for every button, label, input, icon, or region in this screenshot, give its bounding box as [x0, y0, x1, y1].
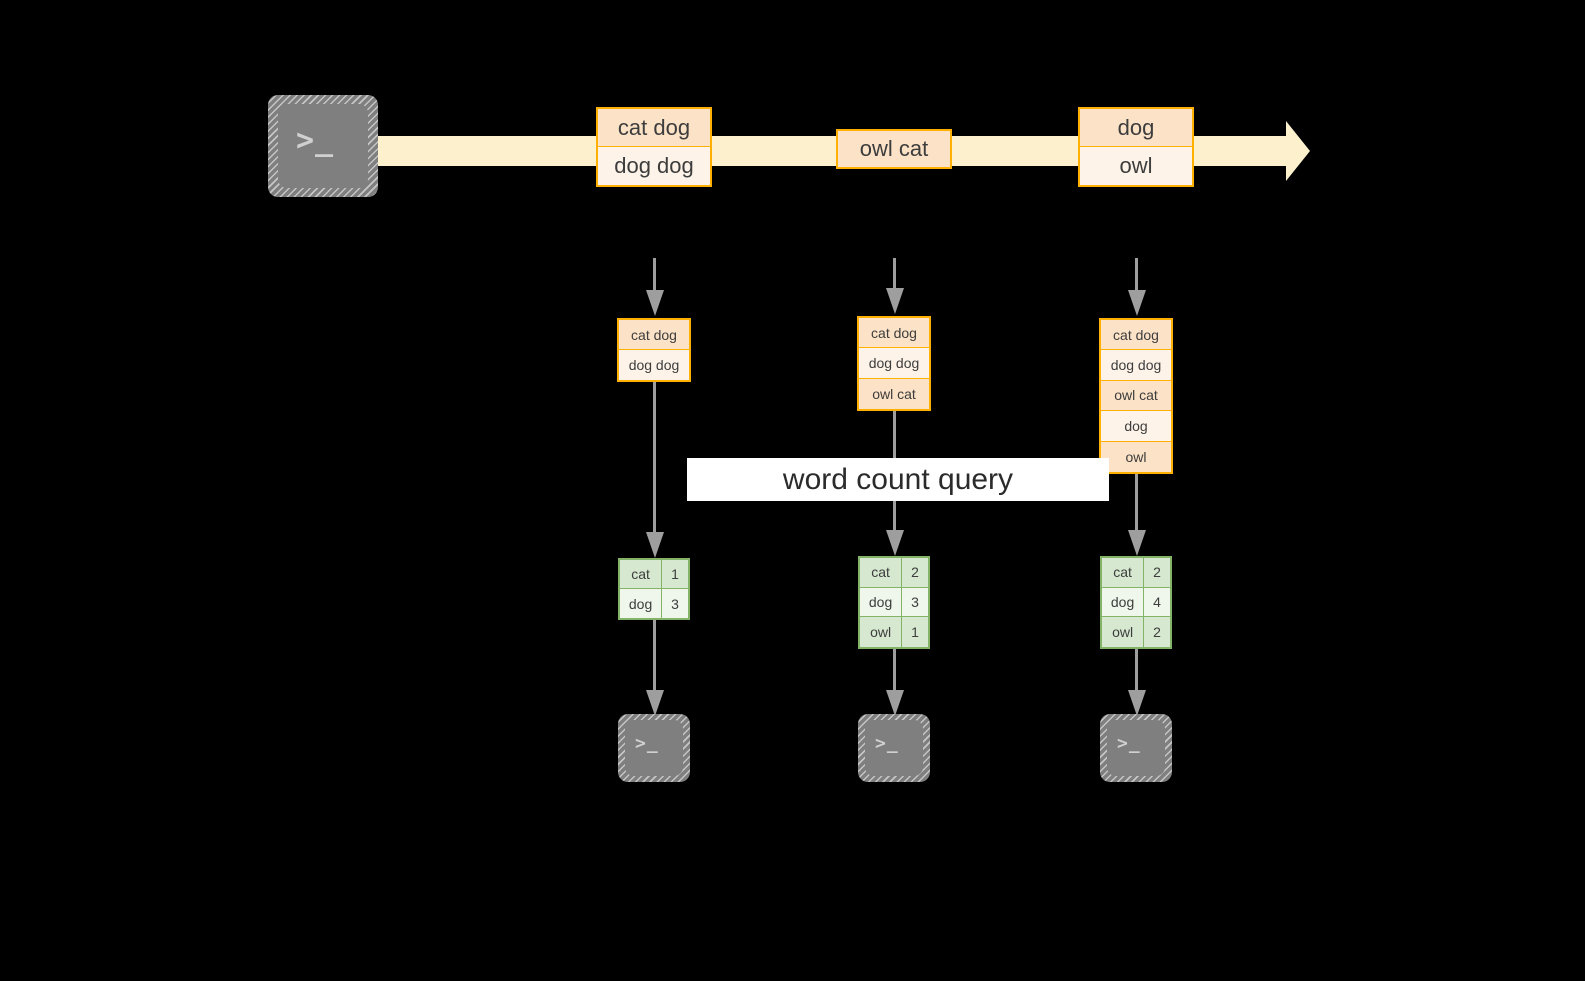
snapshot-3-count-table[interactable]: cat 2 dog 4 owl 2 — [1100, 556, 1172, 649]
count-word-cell: dog — [1102, 587, 1145, 617]
count-value-cell: 3 — [902, 587, 928, 617]
count-word-cell: owl — [1102, 617, 1145, 647]
count-value-cell: 4 — [1144, 587, 1170, 617]
timeline-batch-1[interactable]: cat dog dog dog — [596, 107, 712, 187]
count-word-cell: cat — [1102, 558, 1145, 587]
snapshot-3-input-row: owl — [1101, 441, 1171, 472]
table-row: dog 3 — [860, 587, 928, 618]
terminal-face — [1107, 720, 1165, 776]
snapshot-3-input-row: dog — [1101, 411, 1171, 442]
snapshot-1-input-row: cat dog — [619, 320, 689, 350]
feed-connector-1-arrowhead — [646, 290, 664, 316]
feed-connector-3-line — [1135, 258, 1138, 290]
table-row: dog 3 — [620, 589, 688, 618]
sink-connector-3-arrowhead — [1128, 690, 1146, 716]
query-label: word count query — [687, 458, 1109, 501]
query-connector-2-arrowhead — [886, 530, 904, 556]
feed-connector-2 — [885, 258, 905, 318]
snapshot-1-input-stack[interactable]: cat dog dog dog — [617, 318, 691, 382]
query-connector-3-arrowhead — [1128, 530, 1146, 556]
snapshot-3-sink-terminal-icon[interactable]: >_ — [1100, 714, 1172, 782]
timeline-batch-1-row: dog dog — [598, 147, 710, 185]
terminal-prompt-glyph: >_ — [635, 733, 659, 754]
snapshot-3-input-row: cat dog — [1101, 320, 1171, 351]
feed-connector-2-arrowhead — [886, 288, 904, 314]
sink-connector-1 — [645, 620, 665, 718]
sink-connector-1-arrowhead — [646, 690, 664, 716]
snapshot-2-input-stack[interactable]: cat dog dog dog owl cat — [857, 316, 931, 411]
count-word-cell: dog — [620, 589, 663, 618]
query-connector-1-line — [653, 382, 656, 532]
table-row: owl 1 — [860, 617, 928, 647]
terminal-prompt-glyph: >_ — [296, 123, 335, 158]
sink-connector-2 — [885, 649, 905, 718]
count-word-cell: dog — [860, 587, 903, 617]
timeline-batch-3-row: dog — [1080, 109, 1192, 147]
query-connector-1 — [645, 382, 665, 560]
table-row: cat 2 — [860, 558, 928, 588]
snapshot-2-input-row: cat dog — [859, 318, 929, 349]
count-word-cell: cat — [620, 560, 663, 588]
query-connector-3-line — [1135, 474, 1138, 530]
feed-connector-1 — [645, 258, 665, 318]
snapshot-2-input-row: dog dog — [859, 348, 929, 379]
count-value-cell: 1 — [662, 560, 688, 588]
snapshot-2-sink-terminal-icon[interactable]: >_ — [858, 714, 930, 782]
timeline-batch-3-row: owl — [1080, 147, 1192, 185]
feed-connector-2-line — [893, 258, 896, 288]
count-word-cell: cat — [860, 558, 903, 587]
timeline-batch-2-row: owl cat — [838, 131, 950, 167]
query-connector-1-arrowhead — [646, 532, 664, 558]
snapshot-3-input-row: owl cat — [1101, 380, 1171, 412]
table-row: dog 4 — [1102, 587, 1170, 618]
table-row: owl 2 — [1102, 617, 1170, 647]
terminal-face — [865, 720, 923, 776]
count-word-cell: owl — [860, 617, 903, 647]
sink-connector-3 — [1127, 649, 1147, 718]
snapshot-3-input-row: dog dog — [1101, 350, 1171, 381]
timeline-batch-1-row: cat dog — [598, 109, 710, 147]
sink-connector-2-line — [893, 649, 896, 690]
count-value-cell: 3 — [662, 589, 688, 618]
sink-connector-2-arrowhead — [886, 690, 904, 716]
table-row: cat 2 — [1102, 558, 1170, 588]
count-value-cell: 2 — [1144, 617, 1170, 647]
timeline-batch-2[interactable]: owl cat — [836, 129, 952, 169]
timeline-batch-3[interactable]: dog owl — [1078, 107, 1194, 187]
count-value-cell: 1 — [902, 617, 928, 647]
table-row: cat 1 — [620, 560, 688, 589]
feed-connector-3 — [1127, 258, 1147, 318]
count-value-cell: 2 — [1144, 558, 1170, 587]
snapshot-1-sink-terminal-icon[interactable]: >_ — [618, 714, 690, 782]
snapshot-1-input-row: dog dog — [619, 350, 689, 380]
sink-connector-3-line — [1135, 649, 1138, 690]
snapshot-1-count-table[interactable]: cat 1 dog 3 — [618, 558, 690, 620]
terminal-prompt-glyph: >_ — [1117, 733, 1141, 754]
source-terminal-icon[interactable]: >_ — [268, 95, 378, 197]
snapshot-2-count-table[interactable]: cat 2 dog 3 owl 1 — [858, 556, 930, 649]
snapshot-2-input-row: owl cat — [859, 378, 929, 409]
time-axis-arrowhead — [1286, 121, 1310, 181]
terminal-prompt-glyph: >_ — [875, 733, 899, 754]
snapshot-3-input-stack[interactable]: cat dog dog dog owl cat dog owl — [1099, 318, 1173, 474]
feed-connector-1-line — [653, 258, 656, 290]
terminal-face — [625, 720, 683, 776]
sink-connector-1-line — [653, 620, 656, 690]
terminal-face — [278, 104, 368, 188]
feed-connector-3-arrowhead — [1128, 290, 1146, 316]
query-connector-3 — [1127, 474, 1147, 558]
count-value-cell: 2 — [902, 558, 928, 587]
